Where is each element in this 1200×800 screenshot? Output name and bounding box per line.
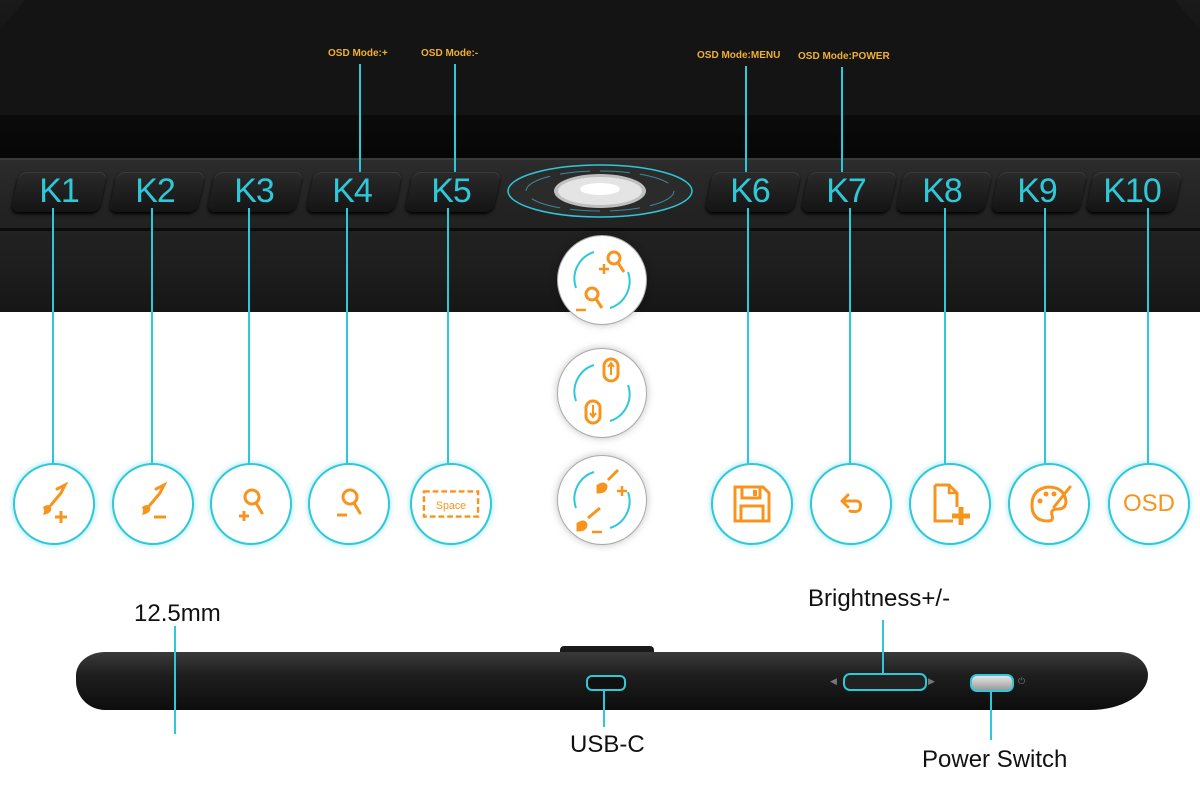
undo-icon: [840, 493, 862, 514]
zoom-in-icon: [239, 488, 264, 521]
brightness-right-arrow: ▶: [928, 676, 935, 686]
power-switch[interactable]: [970, 674, 1014, 692]
side-dial-bump: [560, 646, 654, 654]
line-k3: [248, 208, 250, 464]
line-k5: [447, 208, 449, 464]
key-label-k7: K7: [826, 172, 867, 210]
zoom-out-icon: [337, 488, 362, 517]
palette-icon: [1030, 485, 1072, 523]
key-label-k4: K4: [332, 172, 373, 210]
save-icon: [733, 485, 771, 523]
usb-c-label: USB-C: [570, 731, 645, 758]
function-k5: Space: [410, 463, 492, 545]
thickness-label: 12.5mm: [134, 600, 221, 627]
osd-line-k4: [359, 64, 361, 174]
key-label-k5: K5: [431, 172, 472, 210]
brightness-left-arrow: ◀: [830, 676, 837, 686]
key-label-k10: K10: [1103, 172, 1162, 210]
function-k7: [810, 463, 892, 545]
dial-function-zoom: [557, 235, 647, 325]
dial-ring[interactable]: [506, 162, 694, 220]
osd-label-minus: OSD Mode:-: [421, 48, 479, 59]
line-k9: [1044, 208, 1046, 464]
line-k6: [747, 208, 749, 464]
screen-glass: [0, 0, 1200, 115]
brightness-label: Brightness+/-: [808, 585, 951, 612]
power-icon: ⏻: [1018, 676, 1026, 686]
function-k10: OSD: [1108, 463, 1190, 545]
function-k8: [909, 463, 991, 545]
osd-label-power: OSD Mode:POWER: [798, 51, 890, 62]
line-k1: [52, 208, 54, 464]
function-k1: [13, 463, 95, 545]
dial-function-scroll: [557, 348, 647, 438]
power-switch-label: Power Switch: [922, 746, 1068, 773]
osd-label-plus: OSD Mode:+: [328, 48, 388, 59]
function-k6: [711, 463, 793, 545]
osd-line-k7: [841, 67, 843, 174]
function-k3: [210, 463, 292, 545]
osd-label-menu: OSD Mode:MENU: [697, 50, 781, 61]
osd-line-k5: [454, 64, 456, 174]
line-k8: [944, 208, 946, 464]
brightness-line: [882, 620, 884, 674]
line-k10: [1147, 208, 1149, 464]
bezel-edge: [0, 228, 1200, 231]
key-label-k1: K1: [39, 172, 80, 210]
line-k2: [151, 208, 153, 464]
space-key-icon: Space: [422, 490, 480, 518]
space-key-text: Space: [436, 500, 466, 512]
brightness-rocker[interactable]: [843, 673, 927, 691]
function-k9: [1008, 463, 1090, 545]
new-file-icon: [933, 483, 970, 525]
key-label-k2: K2: [135, 172, 176, 210]
key-label-k3: K3: [234, 172, 275, 210]
brush-plus-icon: [43, 481, 69, 523]
osd-icon: OSD: [1122, 490, 1175, 517]
brush-minus-icon: [142, 481, 168, 519]
dial-function-brush-size: [557, 455, 647, 545]
line-k7: [849, 208, 851, 464]
key-label-k6: K6: [730, 172, 771, 210]
key-label-k8: K8: [922, 172, 963, 210]
scroll-dial-icon: [573, 357, 631, 425]
function-k4: [308, 463, 390, 545]
power-line: [990, 690, 992, 740]
brush-size-dial-icon: [573, 468, 631, 534]
usb-c-line: [603, 689, 605, 727]
usb-c-port: [586, 675, 626, 691]
thickness-line: [174, 626, 176, 734]
zoom-dial-icon: [573, 250, 631, 312]
line-k4: [346, 208, 348, 464]
key-label-k9: K9: [1017, 172, 1058, 210]
function-k2: [112, 463, 194, 545]
osd-line-k6: [745, 66, 747, 174]
